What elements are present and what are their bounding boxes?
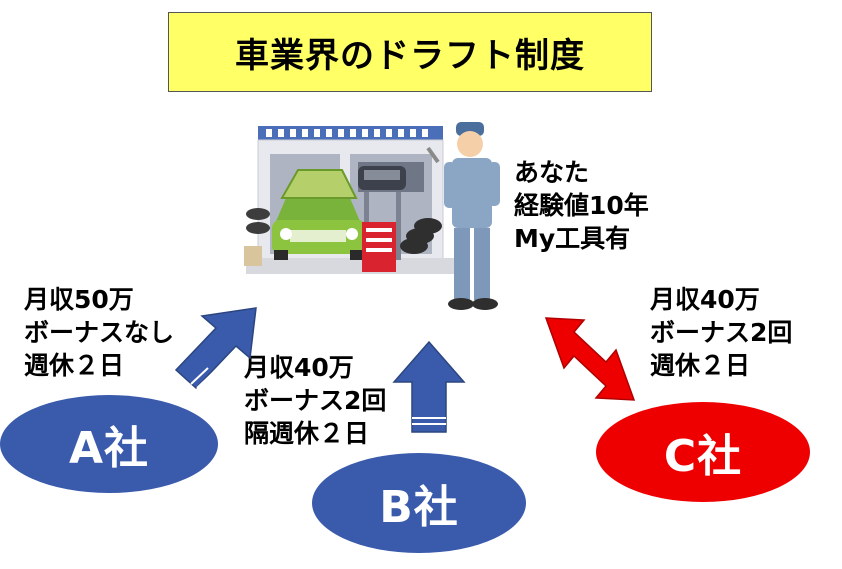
company-b-conditions: 月収40万 ボーナス2回 隔週休２日 [244,351,386,450]
arrow-c-icon [544,317,636,401]
arrow-b-icon [392,340,466,433]
arrow-a-icon [174,307,257,390]
condition-line: 月収40万 [650,285,760,314]
company-a-name: A社 [68,423,150,474]
company-c-badge: C社 [596,402,810,502]
you-info: あなた 経験値10年 My工具有 [514,156,649,255]
condition-line: 月収40万 [244,353,354,382]
you-line: My工具有 [514,224,631,253]
title-box: 車業界のドラフト制度 [168,12,652,92]
company-c-name: C社 [663,431,743,482]
page-title: 車業界のドラフト制度 [235,35,585,76]
company-b-name: B社 [379,482,459,533]
company-b-badge: B社 [312,453,526,553]
you-line: 経験値10年 [514,191,649,220]
condition-line: 週休２日 [650,351,751,380]
company-a-badge: A社 [0,395,218,493]
company-c-conditions: 月収40万 ボーナス2回 週休２日 [650,283,792,382]
condition-line: ボーナス2回 [244,386,387,415]
garage-illustration [244,122,500,310]
condition-line: 週休２日 [24,351,125,380]
company-a-conditions: 月収50万 ボーナスなし 週休２日 [24,283,174,382]
condition-line: 隔週休２日 [244,419,370,448]
condition-line: ボーナス2回 [650,318,793,347]
condition-line: 月収50万 [24,285,134,314]
you-line: あなた [514,158,590,187]
condition-line: ボーナスなし [24,318,175,347]
